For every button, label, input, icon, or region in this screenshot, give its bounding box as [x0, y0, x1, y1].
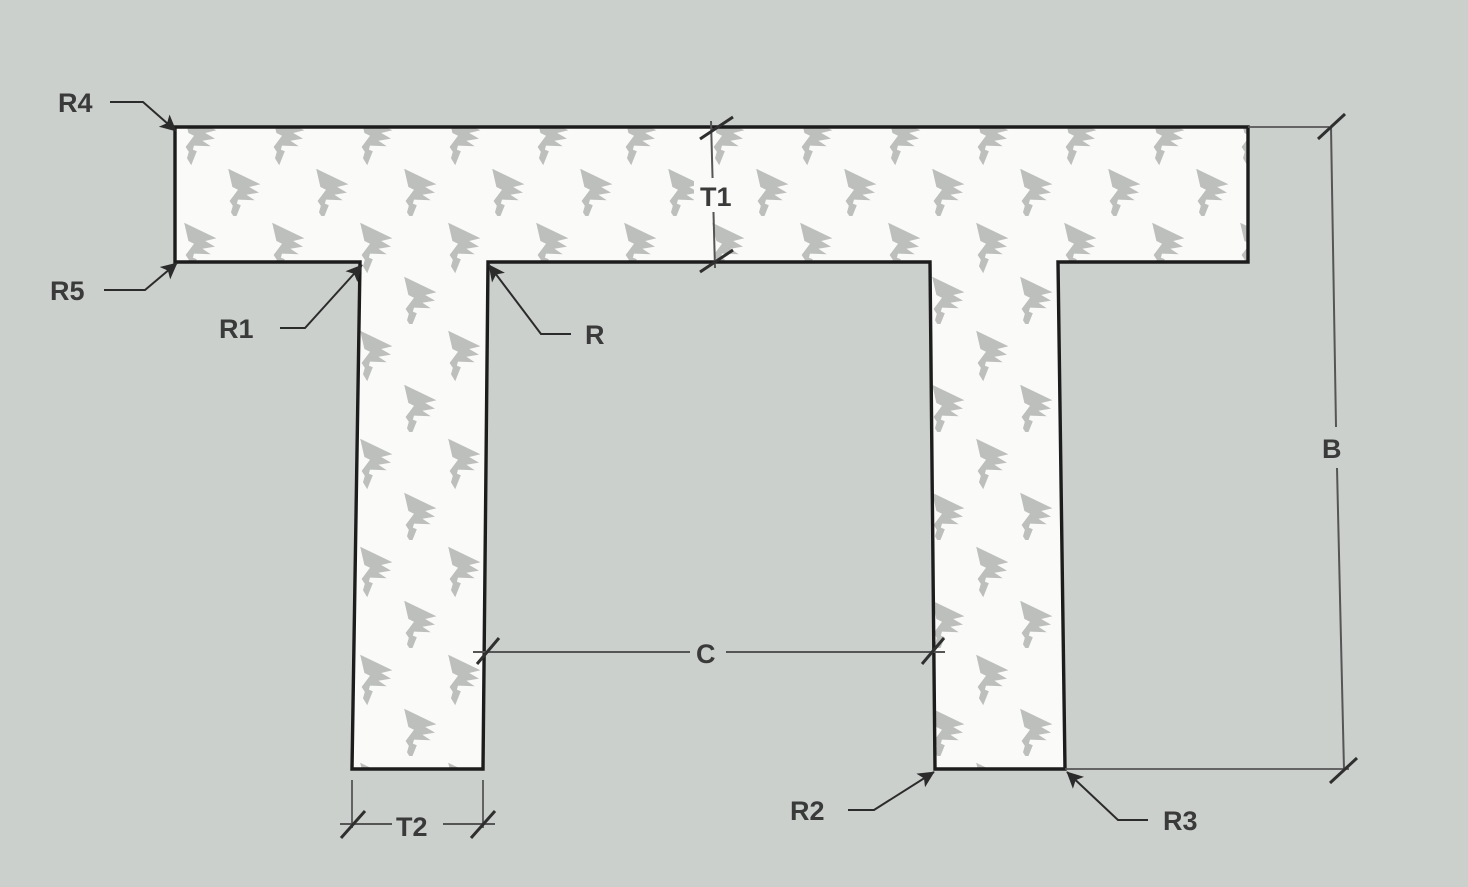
r-label: R: [585, 320, 605, 350]
r1-leader-line: [280, 264, 363, 329]
b-dimension-line-upper: [1330, 126, 1337, 428]
c-label: C: [696, 639, 716, 669]
r4-label: R4: [58, 88, 93, 118]
r3-leader-line: [1066, 771, 1148, 821]
c-tick-left: [475, 637, 501, 665]
callout-r2: R2: [790, 771, 935, 826]
r2-label: R2: [790, 796, 825, 826]
c-tick-right: [920, 637, 946, 665]
t2-label: T2: [396, 812, 428, 842]
section-outline: [173, 125, 1250, 771]
r-leader-line: [488, 264, 571, 335]
b-dimension-line-lower: [1336, 467, 1345, 771]
r5-leader-line: [104, 262, 178, 291]
t1-tick-top: [699, 115, 734, 141]
callout-r4: R4: [58, 88, 177, 132]
dimension-t1: T1: [694, 115, 750, 274]
callout-r5: R5: [50, 262, 178, 306]
b-tick-bottom: [1328, 756, 1359, 785]
r1-label: R1: [219, 314, 254, 344]
callout-r3: R3: [1066, 771, 1198, 836]
callout-r1: R1: [219, 264, 363, 344]
r4-leader-line: [110, 101, 177, 132]
t1-label: T1: [700, 182, 732, 212]
dimension-c: C: [473, 637, 946, 669]
t1-label-backdrop: [694, 178, 750, 212]
t2-tick-right: [469, 810, 497, 839]
dimension-t2: T2: [339, 780, 497, 842]
t1-tick-bottom: [699, 248, 734, 274]
dimension-b: B: [1065, 112, 1359, 785]
t2-tick-left: [339, 810, 367, 839]
b-label: B: [1322, 434, 1342, 464]
section-profile: [173, 125, 1250, 771]
r5-label: R5: [50, 276, 85, 306]
callout-r: R: [488, 264, 605, 350]
r2-leader-line: [848, 771, 935, 811]
section-hatch: [175, 127, 1248, 769]
b-tick-top: [1316, 112, 1347, 141]
r3-label: R3: [1163, 806, 1198, 836]
